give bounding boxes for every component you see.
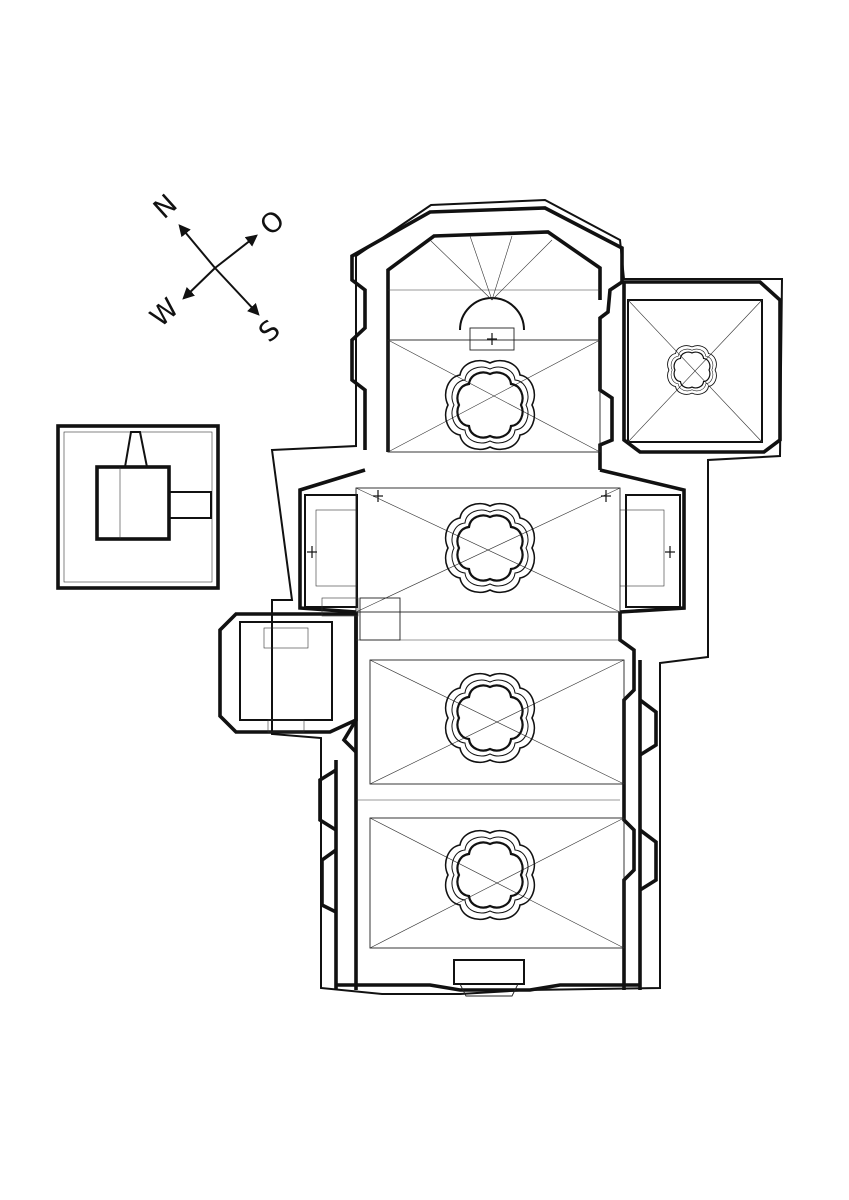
church-walls xyxy=(298,206,686,997)
east-arrow xyxy=(214,234,258,269)
compass-rose: N O W S xyxy=(144,189,291,349)
altar-main xyxy=(486,332,498,346)
boss-nave-2 xyxy=(444,829,536,921)
altar-crossing-right xyxy=(600,489,612,503)
north-label: N xyxy=(148,189,184,226)
west-label: W xyxy=(144,293,185,334)
boss-nave-1 xyxy=(444,672,536,764)
west-arrow xyxy=(182,267,216,300)
precinct-outline xyxy=(270,198,784,995)
detached-building xyxy=(56,424,220,590)
vault-ribs xyxy=(315,235,665,949)
east-label: O xyxy=(254,205,291,242)
sacristy xyxy=(622,280,782,454)
south-arrow xyxy=(214,267,260,316)
boss-crossing xyxy=(444,502,536,594)
side-chapel xyxy=(218,612,358,734)
altar-north-transept xyxy=(306,545,318,559)
south-label: S xyxy=(253,314,286,349)
altar-south-transept xyxy=(664,545,676,559)
boss-chancel xyxy=(444,359,536,451)
north-arrow xyxy=(178,224,216,269)
